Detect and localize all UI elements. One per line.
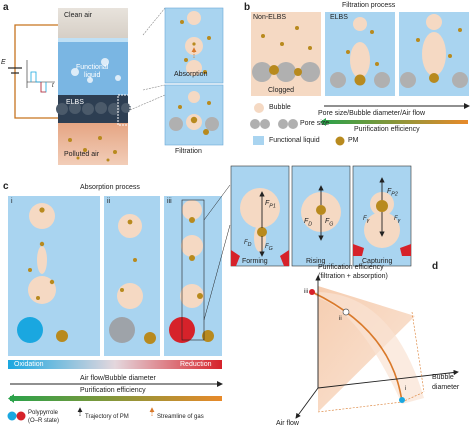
bubble-legend-label: Bubble [269,104,291,111]
point-ii [342,308,350,316]
force-fp1: FP1 [265,200,276,210]
y-axis-label-2: diameter [432,384,460,391]
b-efficiency-label: Purification efficiency [354,126,420,133]
trajectory-label: Trajectory of PM [85,414,129,420]
y-axis-label-1: Bubble [432,374,454,381]
efficiency-surface [318,286,415,412]
panel-c-letter: c [3,181,9,192]
functional-liquid-label-2: liquid [84,72,101,79]
rising-label: Rising [306,258,326,265]
airflow-bubble-label: Air flow/Bubble diameter [80,375,156,382]
panel-a-letter: a [3,2,9,13]
non-elbs-label: Non-ELBS [253,14,287,21]
force-fp2: FP2 [387,188,398,198]
column-iii-label: iii [167,198,172,205]
panel-c [7,165,459,421]
absorption-process-title: Absorption process [80,184,140,191]
bubble-legend-icon [254,103,264,113]
filtration-process-title: Filtration process [342,2,396,9]
functional-liquid-label-1: Functional [76,64,109,71]
pore-size-arrow-label: Pore size/Bubble diameter/Air flow [318,110,425,117]
x-axis-label: Air flow [276,420,299,427]
c-efficiency-label: Purification efficiency [80,387,146,394]
panel-a [8,7,224,165]
force-fgamma-right: Fγ [394,216,401,225]
z-axis-label-1: Purification efficiency [318,264,384,271]
pm-legend-icon [335,136,345,146]
time-label: t [52,83,54,89]
polypyrrole-label-1: Polypyrrole [28,410,59,416]
polypyrrole-oxidized-icon [7,411,17,421]
panel-d-letter: d [432,261,439,272]
point-i [399,397,405,403]
force-fd-rising: FD [304,218,313,228]
polluted-air-label: Polluted air [64,151,100,158]
oxidation-label: Oxidation [14,361,44,368]
voltage-label: E [1,59,6,66]
point-iii [309,289,315,295]
liquid-legend-icon [253,136,264,145]
filtration-label: Filtration [175,148,202,155]
point-ii-label: ii [339,316,342,322]
polypyrrole-label-2: (O–R state) [28,418,60,424]
forming-label: Forming [242,258,268,265]
pore-size-legend-label: Pore size [300,120,330,127]
streamline-label: Streamline of gas [157,414,204,420]
z-axis-label-2: (filtration + absorption) [318,273,388,280]
column-ii-label: ii [107,198,111,205]
pm-legend-label: PM [348,137,359,144]
clogged-label: Clogged [268,87,295,94]
force-fgamma-left: Fγ [363,216,370,225]
functional-liquid-legend-label: Functional liquid [269,137,320,144]
point-iii-label: iii [304,289,308,295]
force-fg-rising: FG [325,218,334,228]
absorption-label: Absorption [174,71,208,78]
panel-b-letter: b [244,2,251,13]
panel-b [250,12,470,146]
clean-air-label: Clean air [64,12,93,19]
column-i-label: i [11,198,13,205]
point-i-label: i [405,386,407,392]
reduction-label: Reduction [180,361,212,368]
force-fg-forming: FG [265,244,273,253]
b-elbs-label: ELBS [330,14,348,21]
elbs-label: ELBS [66,99,84,106]
capturing-label: Capturing [362,258,393,265]
efficiency-curve [311,291,403,403]
polypyrrole-reduced-icon [16,411,26,421]
force-fd-forming: FD [244,240,252,249]
